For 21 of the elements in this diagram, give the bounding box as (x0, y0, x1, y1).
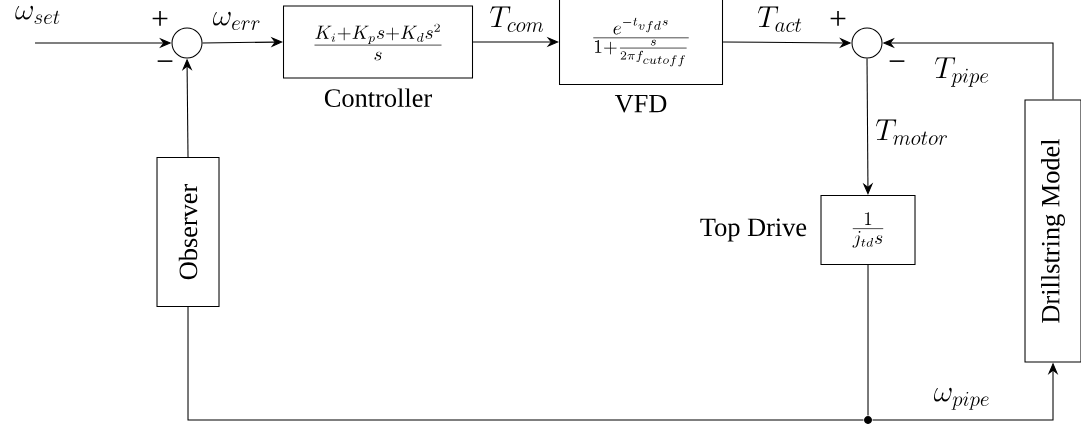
signal-label: $T_{pipe}$ (934, 57, 989, 87)
model-box: Drillstring Model (1024, 99, 1081, 363)
transfer-function-box: $\frac{e^{-t_{vfd}s}}{1+\frac{s}{2\pi f_{cutoff}}}$ (559, 0, 724, 86)
summing-junction (851, 27, 883, 59)
controller-box: $\frac{K_i+K_p s+K_d s^2}{s}$ (283, 5, 474, 79)
block-label: VFD (614, 94, 667, 113)
observer-box: Observer (156, 156, 220, 308)
summing-junction (171, 27, 203, 59)
transfer-function-box: $\frac{1}{j_{td}s}$ (820, 195, 916, 266)
block-label: Top Drive (700, 218, 807, 242)
sign-label: − (157, 60, 173, 62)
signal-label: $\omega_{err}$ (213, 11, 260, 31)
signal-label: $T_{motor}$ (875, 119, 947, 145)
block-label: Controller (324, 88, 432, 107)
signal-label: $\omega_{set}$ (15, 5, 60, 25)
signal-label: $T_{act}$ (758, 6, 802, 32)
sign-label: − (889, 60, 905, 62)
signal-label: $T_{com}$ (490, 6, 544, 32)
signal-label: $\omega_{pipe}$ (934, 387, 989, 410)
sign-label: + (830, 11, 846, 26)
sign-label: + (152, 11, 168, 26)
